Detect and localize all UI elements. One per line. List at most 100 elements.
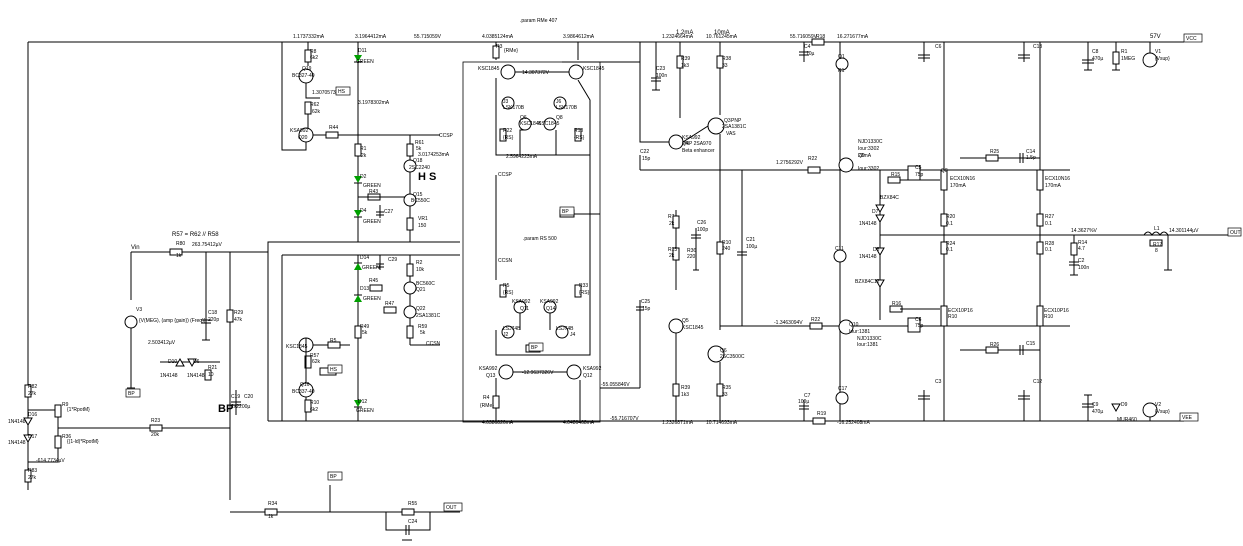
- component-label: 10: [208, 372, 214, 378]
- component-label: 2SA1381C: [722, 124, 747, 130]
- component-label: BC327-40: [292, 73, 315, 79]
- component-label: BC337-40: [292, 389, 315, 395]
- component-label: R43: [369, 189, 378, 195]
- component-label: D14: [360, 255, 369, 261]
- component-label: NJD1330C: [858, 139, 883, 145]
- component-labels: R86k2Q19BC327-40R6262kKSA992Q20R44D11GRE…: [8, 34, 1170, 525]
- supply-voltage: 57V: [1150, 34, 1161, 40]
- probe-value: 3.9864612mA: [563, 34, 595, 40]
- component-label: 15p: [642, 156, 651, 162]
- component-label: R8: [310, 49, 317, 55]
- component-label: J3: [503, 99, 509, 105]
- probe-value: -614.7734µV: [36, 458, 65, 464]
- component-label: CCSN: [426, 341, 441, 347]
- probe-value: -16.252408mA: [837, 420, 870, 426]
- component-label: R49: [360, 324, 369, 330]
- component-label: C11: [835, 246, 844, 252]
- component-label: KSA992: [479, 366, 498, 372]
- net-flag: BP: [528, 342, 544, 352]
- component-label: R4: [483, 395, 490, 401]
- component-label: 170mA: [1045, 183, 1062, 189]
- component-label: 10µ: [806, 51, 815, 57]
- net-flag-box: [327, 471, 343, 481]
- net-flag-label: HS: [330, 367, 338, 373]
- component-label: R33: [579, 283, 588, 289]
- component-label: 220p: [208, 317, 219, 323]
- component-label: 27k: [28, 475, 37, 481]
- component-label: 1N4148: [8, 440, 26, 446]
- net-flag-box: [327, 364, 343, 374]
- component-label: 170mA: [950, 183, 967, 189]
- component-label: Q12: [583, 373, 593, 379]
- supply-and-load: [1069, 42, 1230, 421]
- probe-value: 1.3070573V: [312, 90, 340, 96]
- component-label: Q3: [724, 118, 731, 124]
- component-label: C21: [746, 237, 755, 243]
- component-label: 5k: [416, 146, 422, 152]
- component-label: D8: [873, 247, 880, 253]
- component-label: C13: [1033, 44, 1042, 50]
- probe-value: 10.761245mA: [706, 34, 738, 40]
- component-label: 75p: [915, 172, 924, 178]
- component-label: 220: [687, 254, 696, 260]
- component-label: D10: [168, 359, 177, 365]
- input-differential-stage: [462, 42, 640, 423]
- component-label: Q21: [416, 287, 426, 293]
- net-flag-label: BP: [562, 209, 569, 215]
- probe-value: -1.3463094V: [774, 320, 803, 326]
- component-label: 33: [722, 392, 728, 398]
- component-label: Q22: [416, 306, 426, 312]
- component-label: R9: [62, 402, 69, 408]
- net-flag: VEE: [1179, 412, 1199, 422]
- component-label: {Vsup}: [1155, 56, 1170, 62]
- net-flag-label: OUT: [446, 505, 457, 511]
- component-label: 0.1: [1045, 221, 1052, 227]
- component-label: Q1: [838, 54, 845, 60]
- component-label: 1MEG: [1121, 56, 1135, 62]
- probe-value: 2.503412µV: [148, 340, 176, 346]
- component-label: 47k: [234, 317, 243, 323]
- current-1-2ma: 1.2mA: [676, 30, 693, 36]
- component-label: R45: [369, 278, 378, 284]
- component-label: D4: [360, 208, 367, 214]
- component-label: KSA992: [682, 135, 701, 141]
- component-label: R19: [817, 411, 826, 417]
- probe-value: 2.5964223mA: [506, 154, 538, 160]
- net-flag-label: VEE: [1182, 415, 1193, 421]
- probe-value: -55.716707V: [610, 416, 639, 422]
- component-label: KSA992: [583, 366, 602, 372]
- component-label: D16: [28, 412, 37, 418]
- component-label: {RMe}: [480, 403, 494, 409]
- net-flag-box: [559, 206, 575, 216]
- component-label: 2k: [361, 153, 367, 159]
- component-label: 1N4148: [859, 254, 877, 260]
- component-label: R22: [808, 156, 817, 162]
- component-label: 1k: [176, 253, 182, 259]
- component-label: Iour:3302: [858, 146, 879, 152]
- component-label: 2SA1381C: [416, 313, 441, 319]
- resistor-ratio-note: R57 = R62 // R58: [172, 232, 219, 238]
- component-label: Q15: [413, 192, 423, 198]
- component-label: CCSP: [498, 172, 513, 178]
- source-expression: {V(MEG), (amp {gain}) (Freq)}: [139, 318, 206, 324]
- net-flag: HS: [335, 86, 351, 96]
- negative-rail: [267, 241, 1184, 422]
- component-label: Q4: [682, 141, 689, 147]
- ccs-top-stage: [281, 42, 440, 242]
- component-label: D7: [872, 209, 879, 215]
- component-label: ECX10P16: [1044, 308, 1069, 314]
- component-label: Q18: [413, 158, 423, 164]
- component-label: LSK170B: [556, 105, 578, 111]
- component-label: KSA992: [540, 299, 559, 305]
- component-label: CCSP: [439, 133, 454, 139]
- component-label: R83: [28, 468, 37, 474]
- component-label: Q9: [858, 153, 865, 159]
- component-label: R7: [668, 214, 675, 220]
- component-label: R1: [360, 146, 367, 152]
- probe-value: 3.1964412mA: [355, 34, 387, 40]
- net-flag-label: BP: [531, 345, 538, 351]
- component-label: R14: [1078, 240, 1087, 246]
- probe-value: 1.2756292V: [776, 160, 804, 166]
- net-flag-label: BP: [128, 391, 135, 397]
